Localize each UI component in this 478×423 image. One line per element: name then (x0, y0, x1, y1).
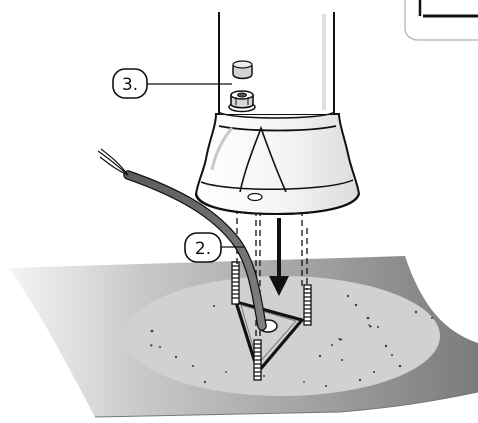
down-arrow-icon (269, 218, 289, 296)
anchor-bolts (231, 261, 312, 381)
cable (97, 148, 267, 331)
pole-base (194, 113, 361, 216)
callout-2: 2. (184, 232, 245, 263)
anchor-bolt-right (303, 284, 312, 326)
callout-2-label: 2. (195, 239, 211, 259)
inset-box-partial (404, 0, 478, 41)
anchor-bolt-front (253, 339, 262, 381)
cable-wires (97, 148, 129, 176)
callout-3: 3. (112, 68, 232, 99)
base-center-hole (247, 192, 263, 202)
mounting-circle (124, 276, 440, 396)
bolt-cap (232, 60, 253, 80)
anchor-bolt-left (231, 261, 240, 305)
floor-edge-shadow (94, 391, 478, 418)
debris-marks (150, 289, 433, 387)
callout-3-label: 3. (122, 75, 138, 95)
nut-and-washer (228, 90, 256, 113)
